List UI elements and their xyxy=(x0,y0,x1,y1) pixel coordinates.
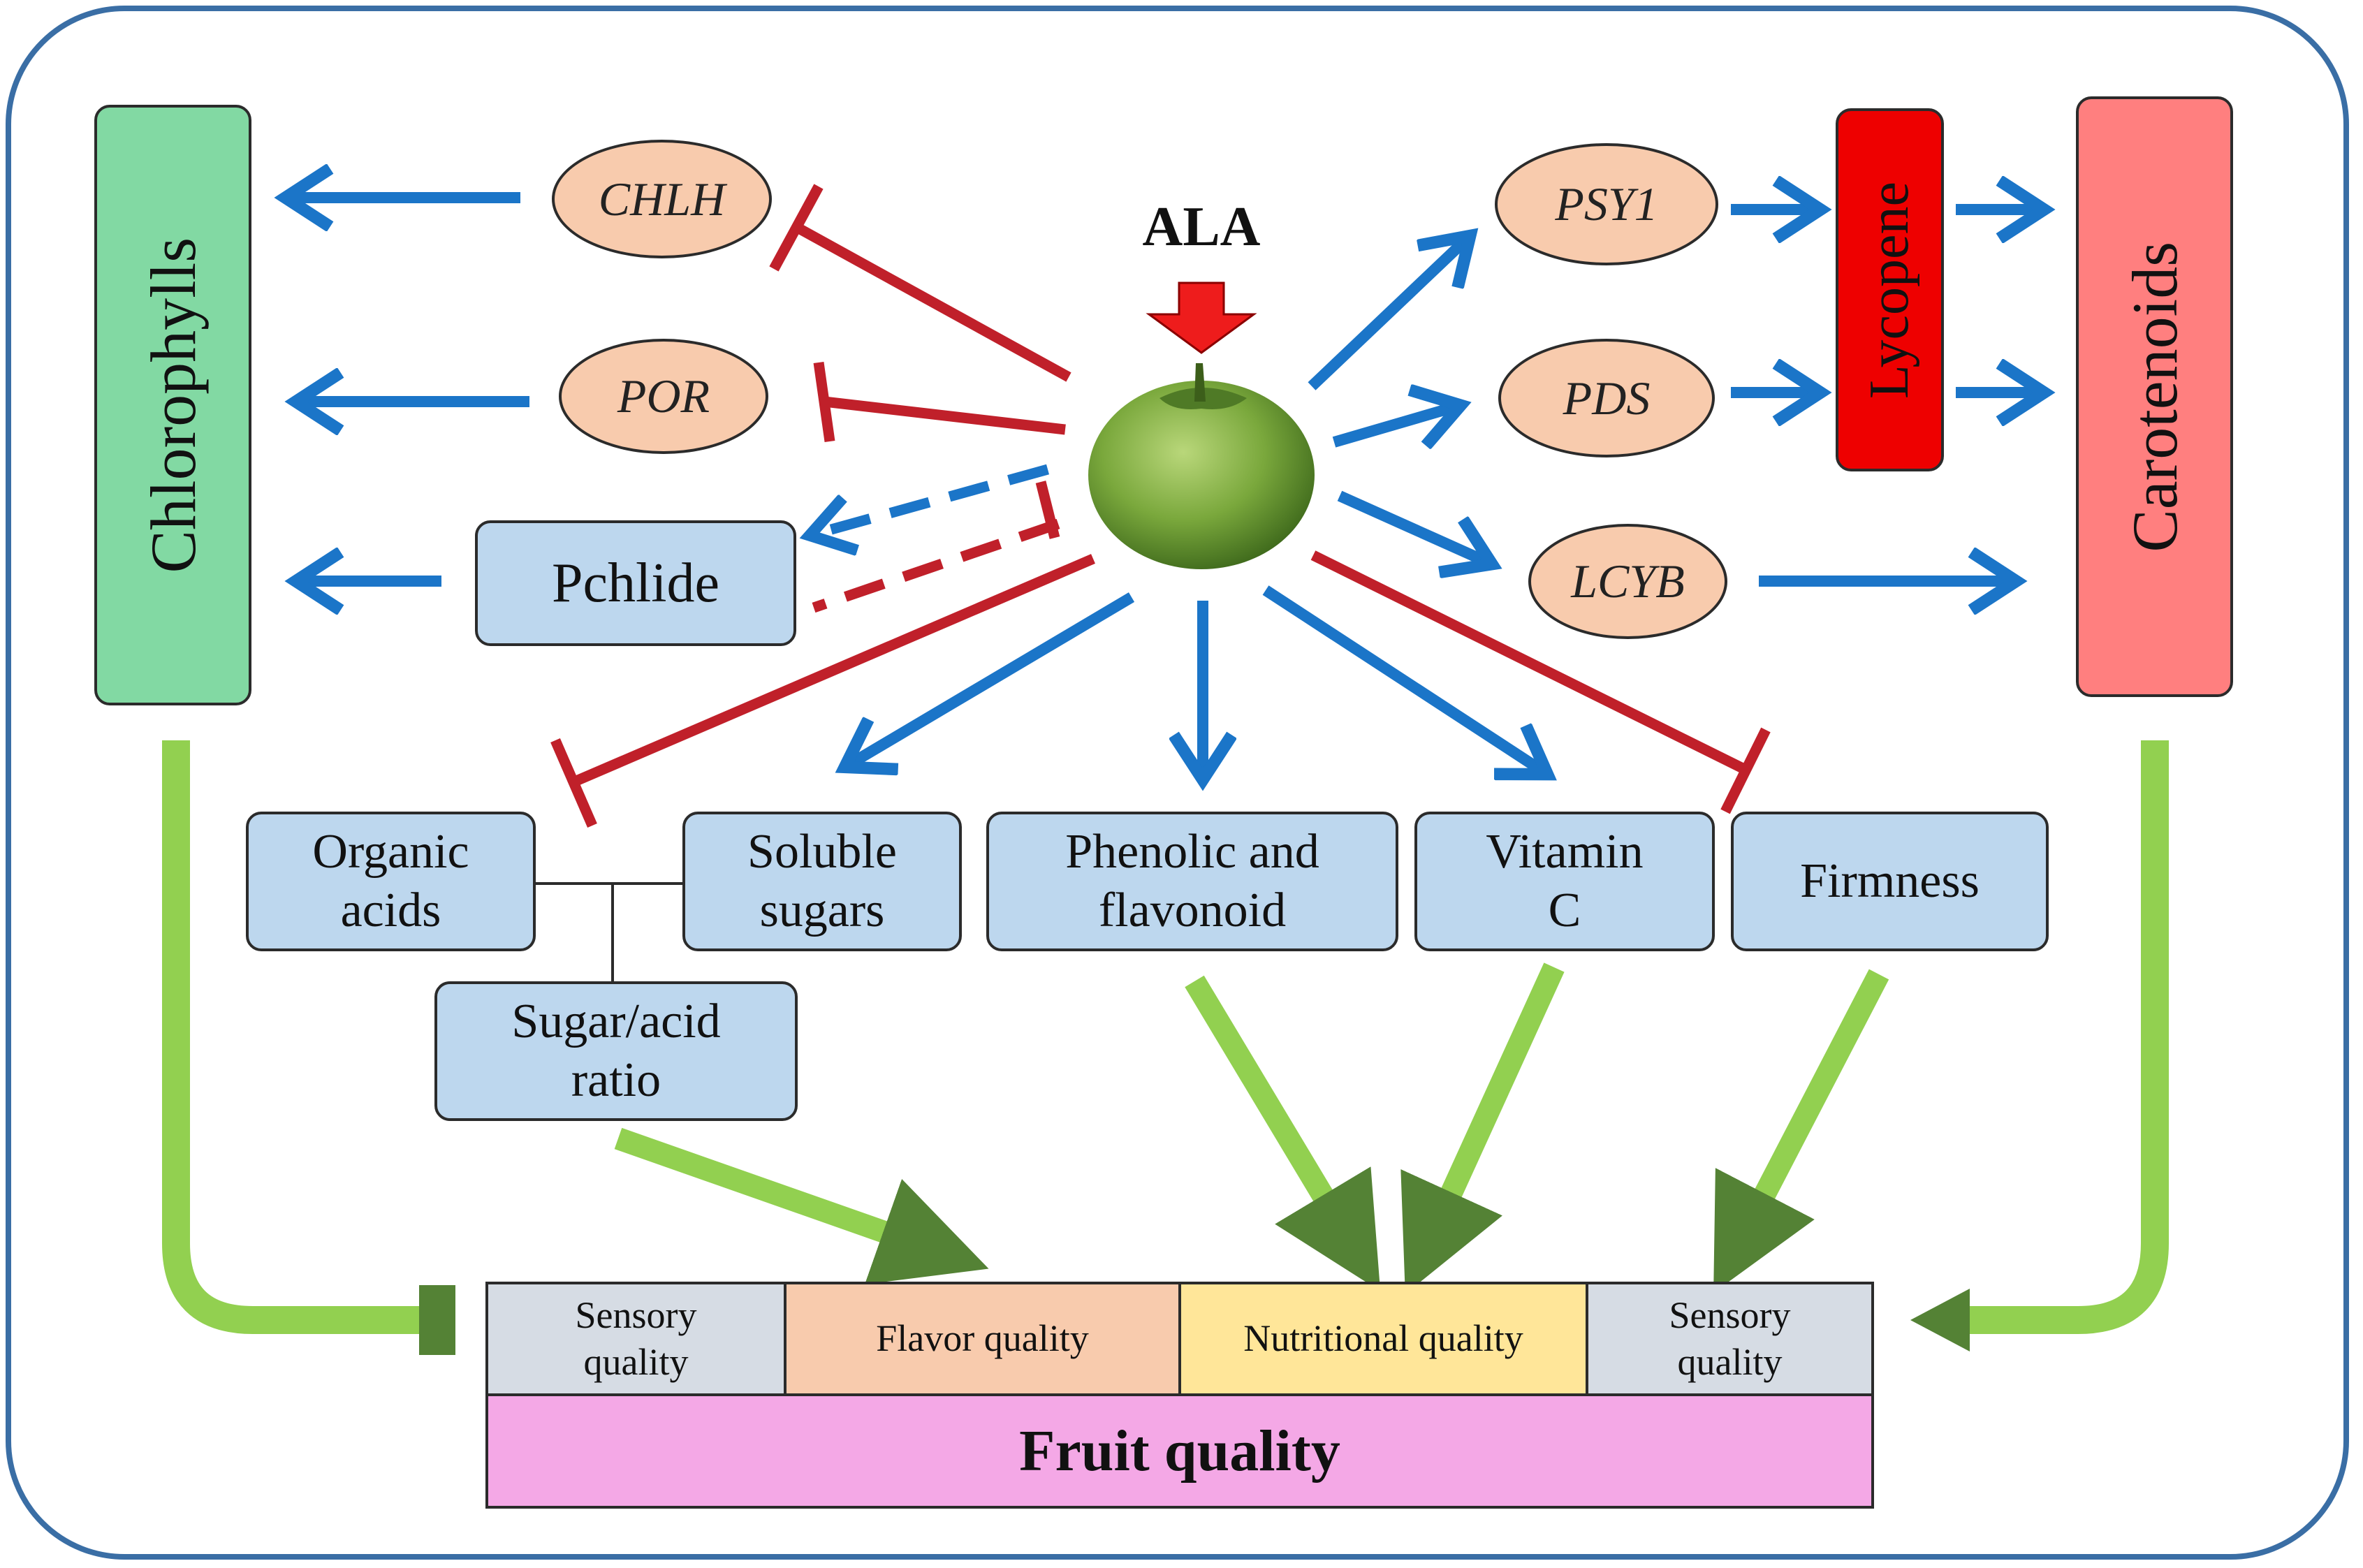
arrow-chlorophylls-to-quality xyxy=(162,740,455,1355)
enzyme-psy1-label: PSY1 xyxy=(1555,177,1658,230)
inhibit-organic-acids xyxy=(550,554,1095,828)
arrow-firmness-to-sensory xyxy=(1713,969,1889,1293)
inhibit-chlh xyxy=(769,184,1071,382)
arrow-phenolic-to-nutritional xyxy=(1185,975,1381,1291)
sugar-acid-connector xyxy=(534,882,685,985)
organic-acids-box: Organic acids xyxy=(246,812,536,951)
carotenoids-box: Carotenoids xyxy=(2076,96,2233,697)
inhibit-pchlide-dashed xyxy=(812,481,1060,613)
lycopene-label: Lycopene xyxy=(1859,181,1920,399)
enzyme-psy1: PSY1 xyxy=(1495,143,1718,265)
tomato-image xyxy=(1088,363,1315,569)
firmness-box: Firmness xyxy=(1731,812,2049,951)
arrow-tomato-to-lcyb xyxy=(1337,490,1488,562)
arrow-tomato-to-pchlide-dashed xyxy=(814,464,1050,534)
arrow-tomato-to-psy1 xyxy=(1308,239,1467,390)
sensory-quality-left: Sensory quality xyxy=(488,1284,787,1396)
sugar-acid-ratio-box: Sugar/acid ratio xyxy=(434,981,798,1121)
enzyme-lcyb-label: LCYB xyxy=(1571,555,1685,608)
vitamin-c-box: Vitamin C xyxy=(1414,812,1715,951)
enzyme-chlh: CHLH xyxy=(552,140,772,258)
enzyme-pds: PDS xyxy=(1498,339,1715,457)
arrow-carotenoids-to-quality xyxy=(1910,740,2169,1351)
sensory-quality-right: Sensory quality xyxy=(1588,1284,1871,1396)
soluble-sugars-box: Soluble sugars xyxy=(682,812,962,951)
inhibit-por xyxy=(813,361,1066,443)
quality-table: Sensory quality Flavor quality Nutrition… xyxy=(485,1282,1874,1509)
arrow-sugar-ratio-to-flavor xyxy=(614,1127,989,1284)
lycopene-box: Lycopene xyxy=(1836,108,1944,471)
fruit-quality-bar: Fruit quality xyxy=(488,1396,1871,1506)
inhibit-firmness xyxy=(1310,550,1771,814)
enzyme-por-label: POR xyxy=(617,369,710,423)
arrow-vitamin-c-to-nutritional xyxy=(1400,962,1565,1294)
enzyme-lcyb: LCYB xyxy=(1528,524,1727,639)
carotenoids-label: Carotenoids xyxy=(2119,241,2190,552)
flavor-quality: Flavor quality xyxy=(787,1284,1181,1396)
enzyme-chlh-label: CHLH xyxy=(598,172,726,226)
arrow-tomato-to-soluble-sugars xyxy=(849,592,1135,765)
chlorophylls-label: Chlorophylls xyxy=(137,237,209,573)
ala-red-arrow xyxy=(1146,281,1257,354)
diagram-frame xyxy=(6,6,2349,1560)
pchlide-label: Pchlide xyxy=(552,552,719,614)
pchlide-box: Pchlide xyxy=(475,520,796,646)
chlorophylls-box: Chlorophylls xyxy=(94,105,251,705)
enzyme-por: POR xyxy=(559,339,768,454)
enzyme-pds-label: PDS xyxy=(1563,371,1651,425)
ala-label: ALA xyxy=(1142,196,1261,258)
arrow-tomato-to-pds xyxy=(1332,406,1456,442)
nutritional-quality: Nutritional quality xyxy=(1181,1284,1588,1396)
phenolic-flavonoid-box: Phenolic and flavonoid xyxy=(986,812,1398,951)
arrow-tomato-to-vitamin-c xyxy=(1262,585,1544,772)
